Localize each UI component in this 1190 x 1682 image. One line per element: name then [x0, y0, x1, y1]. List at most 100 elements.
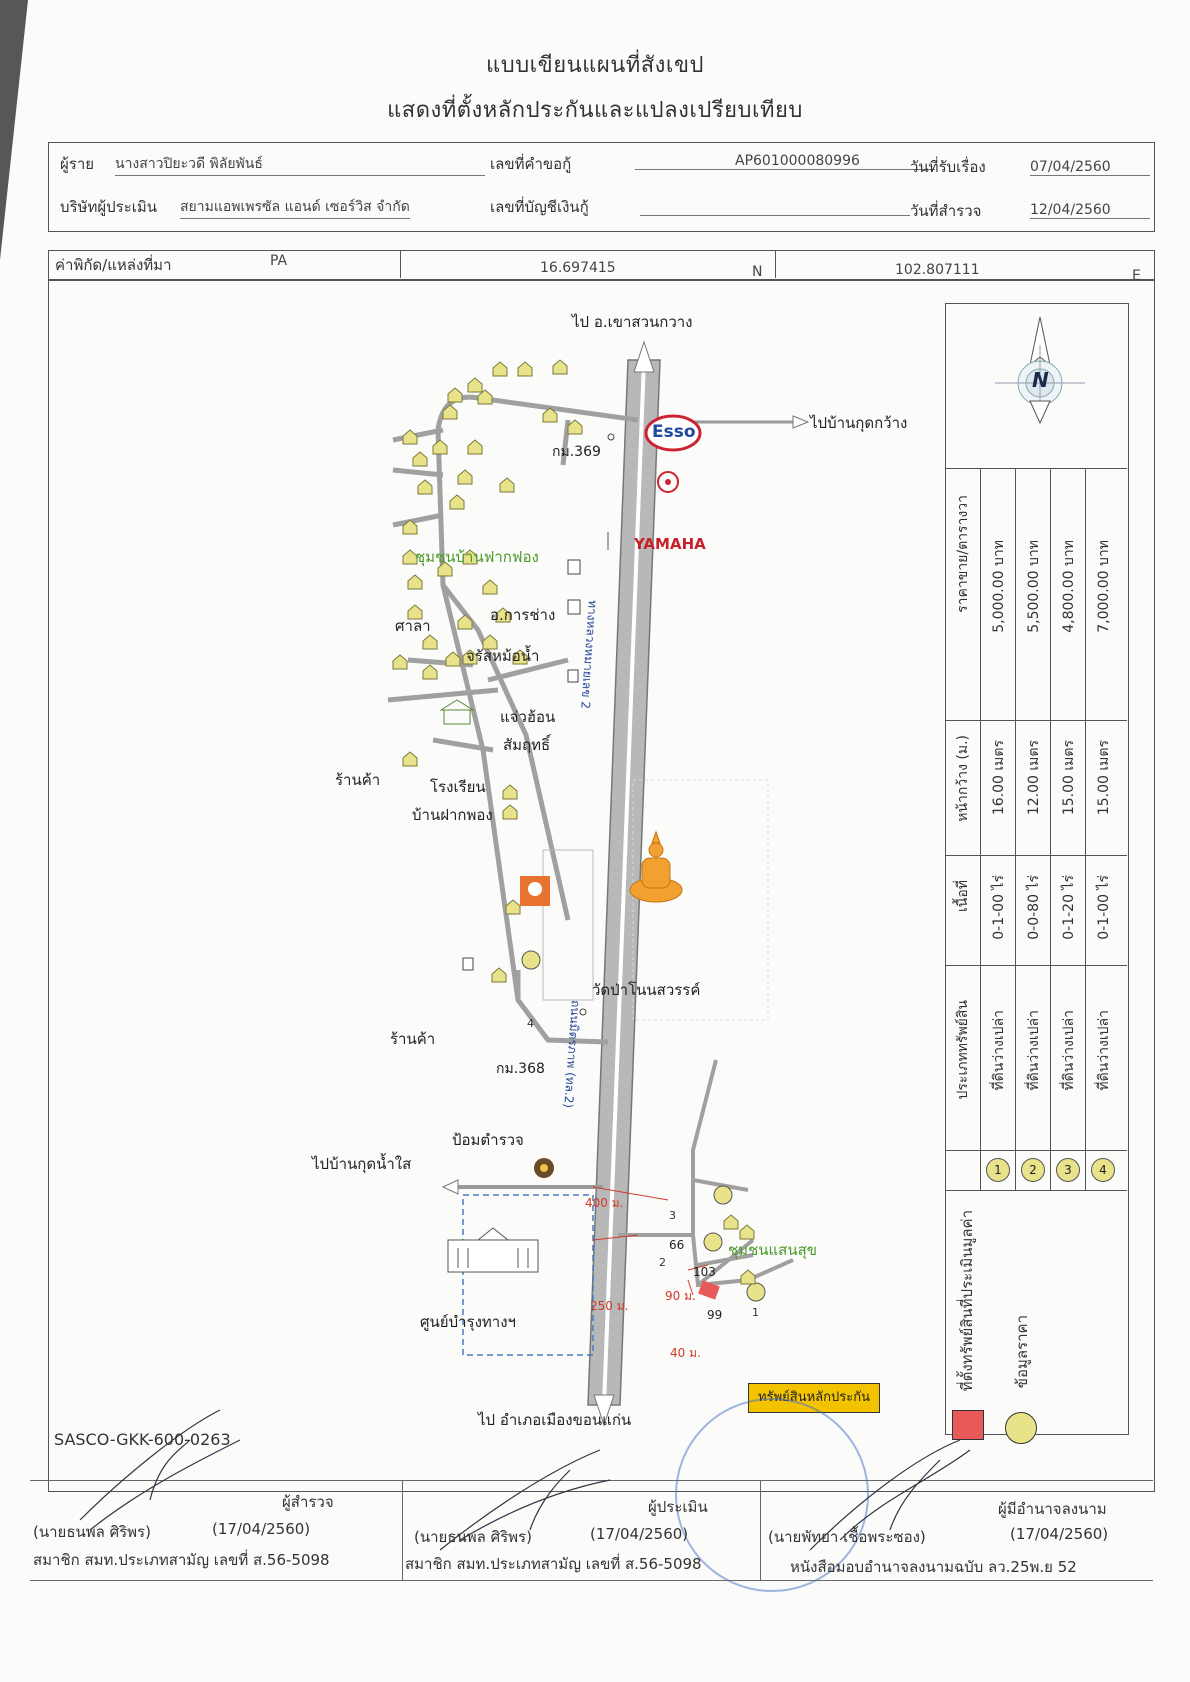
footer-div-2	[760, 1480, 761, 1580]
signer-name: (นายพัทยา เชื้อพระซอง)	[768, 1528, 926, 1546]
shop2-marker	[567, 669, 579, 683]
row2-area: 0-0-80 ไร่	[1026, 875, 1042, 940]
shop-2a-label: แจ่วฮ้อน	[500, 708, 556, 726]
signature-2	[439, 1449, 611, 1551]
map-canvas	[387, 340, 810, 1427]
east-road-label: ไปบ้านกุดกว้าง	[810, 414, 908, 432]
coord-row	[48, 250, 1155, 280]
lat-dir: N	[752, 264, 763, 280]
row2-marker: 2	[1021, 1158, 1045, 1182]
legend-price-label: ข้อมูลราคา	[1013, 1315, 1031, 1389]
title-line-1: แบบเขียนแผนที่สังเขป	[486, 53, 704, 78]
appraiser-date: (17/04/2560)	[590, 1525, 689, 1543]
community-roads	[618, 1059, 794, 1288]
hdr-price: ราคาขาย/ตารางวา	[955, 495, 971, 613]
yamaha-logo	[657, 471, 679, 493]
row4-area: 0-1-00 ไร่	[1096, 875, 1112, 940]
survey-date: 12/04/2560	[1030, 202, 1150, 219]
signature-1	[79, 1409, 241, 1531]
dist-90: 90 ม.	[665, 1289, 696, 1303]
lot-99: 99	[707, 1308, 723, 1322]
signer-date: (17/04/2560)	[1010, 1525, 1109, 1543]
table-top-rule	[945, 468, 1127, 469]
row4-type: ที่ดินว่างเปล่า	[1096, 1010, 1112, 1091]
lot-66: 66	[669, 1238, 685, 1252]
table-row-rule-2	[945, 855, 1127, 856]
west-road-label: ไปบ้านกุดน้ำใส	[312, 1155, 412, 1173]
row1-marker: 1	[986, 1158, 1010, 1182]
shop-2b-label: สัมฤทธิ์	[503, 736, 551, 754]
coord-divider-1	[400, 250, 401, 278]
coord-label: ค่าพิกัด/แหล่งที่มา	[55, 256, 172, 274]
south-label: ไป อำเภอเมืองขอนแก่น	[478, 1411, 632, 1429]
header-row-2: บริษัทผู้ประเมิน สยามแอพเพรซัล แอนด์ เซอ…	[55, 195, 1150, 225]
lot-103: 103	[693, 1265, 716, 1279]
marker-4-num: 4	[527, 1017, 534, 1030]
surveyor-date: (17/04/2560)	[212, 1520, 311, 1538]
km369-post	[607, 433, 615, 441]
footer-div-1	[402, 1480, 403, 1580]
km368-post	[579, 1008, 587, 1016]
row3-price: 4,800.00 บาท	[1061, 540, 1077, 633]
row1-price: 5,000.00 บาท	[991, 540, 1007, 633]
store-1-label: ร้านค้า	[335, 771, 381, 789]
community-2-label: ชุมชนแสนสุข	[728, 1241, 817, 1259]
hdr-area: เนื้อที่	[955, 880, 971, 912]
sala-label: ศาลา	[395, 617, 431, 635]
company-name: สยามแอพเพรซัล แอนด์ เซอร์วิส จำกัด	[180, 196, 410, 219]
surveyor-member: สมาชิก สมท.ประเภทสามัญ เลขที่ ส.56-5098	[33, 1551, 330, 1569]
table-col-rule-3	[1050, 468, 1051, 1190]
table-row-rule-4	[945, 1150, 1127, 1151]
footer-top-rule	[30, 1480, 1153, 1481]
store-2-label: ร้านค้า	[390, 1030, 436, 1048]
coord-divider-2	[775, 250, 776, 278]
row3-width: 15.00 เมตร	[1061, 740, 1077, 816]
maintenance-area	[462, 1194, 594, 1356]
row3-marker: 3	[1056, 1158, 1080, 1182]
appraiser-name: (นายธนพล ศิริพร)	[414, 1528, 532, 1546]
appraiser-role: ผู้ประเมิน	[648, 1498, 708, 1516]
shop-logo-mark	[528, 882, 542, 896]
store2-marker	[462, 957, 474, 971]
comparison-markers	[521, 950, 766, 1302]
legend-price-swatch	[1005, 1412, 1037, 1444]
esso-logo	[644, 414, 702, 452]
signer-auth: หนังสือมอบอำนาจลงนามฉบับ ลว.25พ.ย 52	[790, 1558, 1077, 1576]
table-col-rule-2	[1015, 468, 1016, 1190]
shop1-marker	[567, 599, 581, 615]
highway	[587, 340, 661, 1427]
account-label: เลขที่บัญชีเงินกู้	[490, 198, 589, 216]
row1-area: 0-1-00 ไร่	[991, 875, 1007, 940]
shop-block	[542, 849, 594, 1001]
legend-collateral-swatch	[952, 1410, 984, 1440]
doc-code: SASCO-GKK-600-0263	[54, 1430, 231, 1449]
collateral-plot	[698, 1280, 720, 1300]
loan-no: AP601000080996	[635, 153, 935, 170]
header-row-1: ผู้ราย นางสาวปิยะวดี พิลัยพันธ์ เลขที่คำ…	[55, 150, 1150, 180]
marker-1-num: 1	[752, 1306, 759, 1319]
right-panel	[945, 303, 1129, 1435]
row1-width: 16.00 เมตร	[991, 740, 1007, 816]
coord-source: PA	[270, 253, 288, 269]
hdr-type: ประเภททรัพย์สิน	[955, 1000, 971, 1100]
scan-shadow	[0, 0, 28, 260]
borrower-label: ผู้ราย	[60, 155, 95, 173]
dist-400: 400 ม.	[585, 1196, 624, 1210]
borrower-name: นางสาวปิยะวดี พิลัยพันธ์	[115, 153, 485, 176]
houses	[392, 359, 583, 983]
temple-label: วัดป่าโนนสวรรค์	[592, 981, 701, 999]
legend-collateral-label: ที่ตั้งทรัพย์สินที่ประเมินมูลค่า	[958, 1210, 976, 1392]
row4-marker: 4	[1091, 1158, 1115, 1182]
table-col-rule-1	[980, 468, 981, 1190]
garage-marker	[567, 559, 581, 575]
marker-2-num: 2	[659, 1256, 666, 1269]
north-label: ไป อ.เขาสวนกวาง	[572, 313, 693, 331]
school-b-label: บ้านฝากพอง	[412, 806, 493, 824]
distance-lines	[592, 1186, 709, 1296]
signer-role: ผู้มีอำนาจลงนาม	[998, 1500, 1107, 1518]
dist-250: 250 ม.	[590, 1299, 629, 1313]
school-icon	[439, 699, 475, 725]
row2-width: 12.00 เมตร	[1026, 740, 1042, 816]
west-road	[441, 1179, 603, 1195]
marker-3-num: 3	[669, 1209, 676, 1222]
